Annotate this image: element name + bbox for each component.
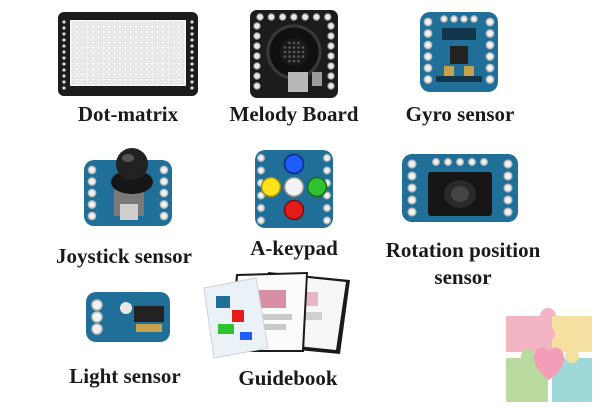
dot-matrix-image [58,12,198,96]
light-sensor-image [91,299,164,335]
gyro-sensor-image [423,15,495,84]
gyro-sensor-label: Gyro sensor [405,102,515,126]
joystick-knob [110,146,154,196]
rotation-position-sensor-board [402,154,518,222]
dot-matrix-label: Dot-matrix [77,102,179,126]
joystick-sensor-label: Joystick sensor [56,244,192,268]
melody-board-image [250,10,338,98]
guidebook-label: Guidebook [238,366,338,390]
rotation-position-sensor-image [407,158,513,217]
puzzle-heart-logo-icon [502,308,596,406]
rotation-position-sensor-label-line1: Rotation position [385,238,541,262]
gyro-sensor-board [420,12,498,92]
dot-matrix-board [58,12,198,96]
melody-board-label: Melody Board [229,102,359,126]
guidebook-image [200,266,350,358]
light-sensor-label: Light sensor [69,364,181,388]
joystick-sensor-image [87,165,169,221]
melody-board [250,10,338,98]
a-keypad-board [255,150,333,228]
light-sensor-board [86,292,170,342]
a-keypad-image [257,153,331,225]
rotation-position-sensor-label-line2: sensor [434,265,492,289]
a-keypad-label: A-keypad [250,236,338,260]
